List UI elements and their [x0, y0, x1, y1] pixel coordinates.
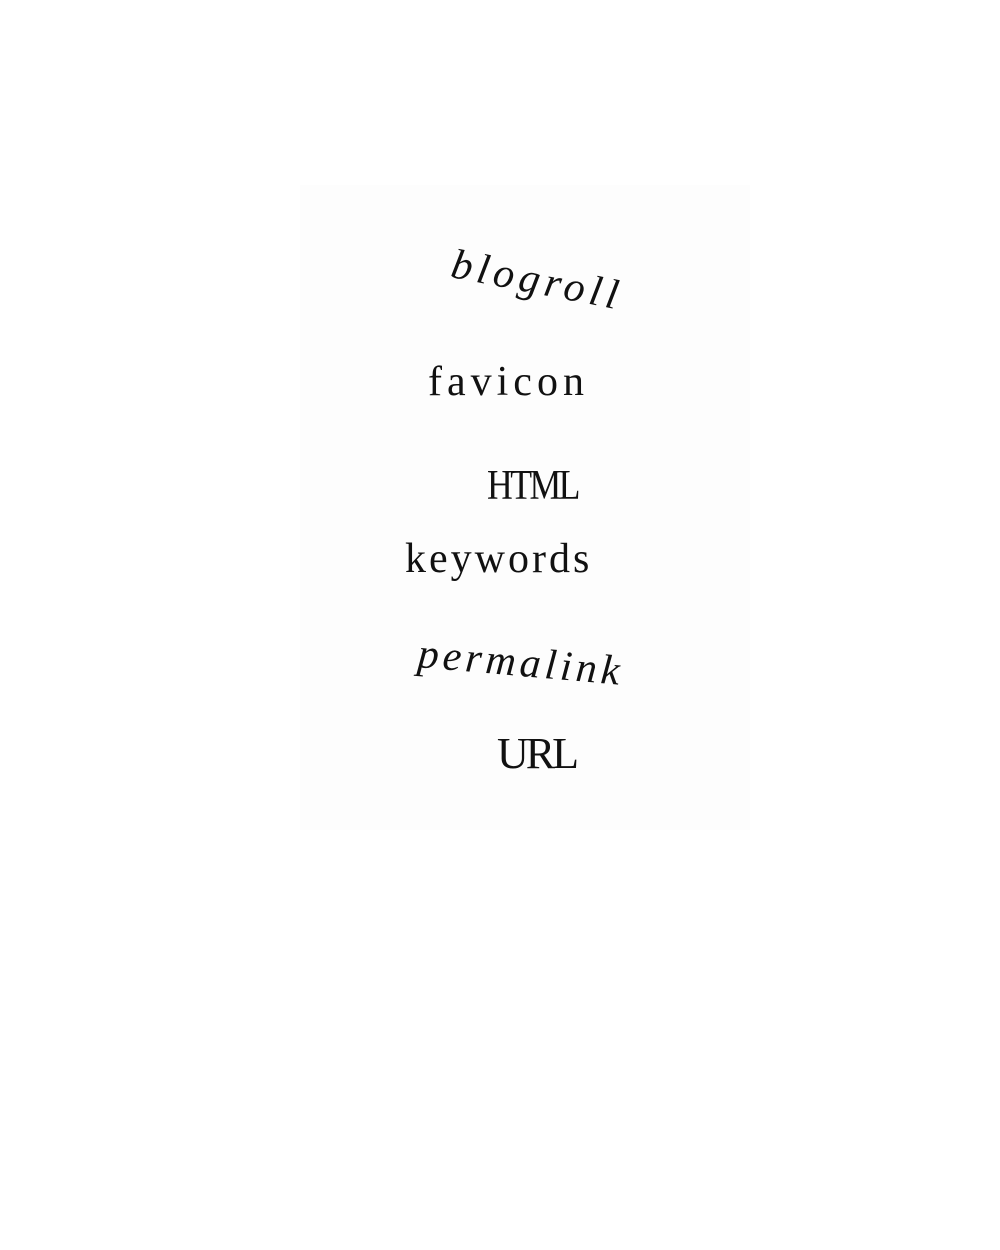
word-html: HTML — [487, 463, 581, 509]
word-panel — [300, 185, 750, 830]
word-keywords: keywords — [405, 536, 593, 582]
word-url: URL — [497, 729, 579, 778]
word-favicon: favicon — [428, 359, 589, 405]
